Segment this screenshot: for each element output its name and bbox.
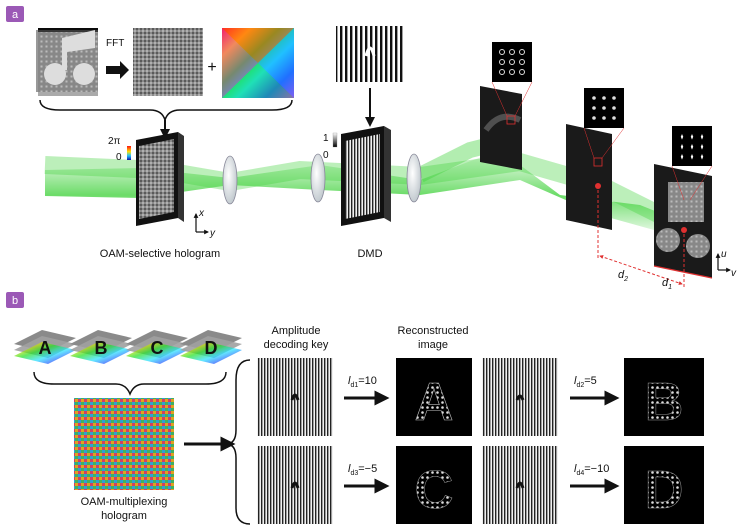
lens-1 <box>222 155 238 205</box>
reconstructed-image-2 <box>624 358 704 436</box>
image-plane-1 <box>480 42 533 170</box>
d1-label: d1 <box>662 277 672 291</box>
axis-u: u <box>721 249 727 260</box>
dmd-scale-bottom: 0 <box>323 150 329 161</box>
panel-b: b A B C <box>6 292 704 525</box>
lens-3 <box>406 153 422 203</box>
split-brace <box>225 359 251 525</box>
decode-label-3: ld3=−5 <box>348 463 377 477</box>
stack-d: D <box>180 330 242 364</box>
d2-label: d2 <box>618 269 628 283</box>
decode-row-1: ld1=10 A ld2=5 B <box>257 358 704 436</box>
stack-a: A <box>14 330 76 364</box>
panel-a: a FFT + 2π <box>6 6 737 291</box>
reconstructed-header-line1: Reconstructed <box>398 325 469 337</box>
inset-spots-1 <box>492 42 532 82</box>
axes-uv: u v <box>715 249 737 279</box>
decoding-key-1 <box>257 358 333 436</box>
letter-hologram-stacks: A B C D <box>14 330 242 364</box>
decoding-key-4 <box>482 446 558 524</box>
reconstructed-image-4 <box>624 446 704 524</box>
dmd-fringe-pattern <box>336 26 404 82</box>
multiplex-caption-line1: OAM-multiplexing <box>81 496 168 508</box>
reconstructed-image-3 <box>396 446 472 524</box>
decode-row-2: ld3=−5 C ld4=−10 D <box>257 446 704 524</box>
dmd-slab <box>341 126 391 226</box>
amplitude-header-line1: Amplitude <box>272 325 321 337</box>
lens-2 <box>310 153 326 203</box>
panel-a-badge <box>6 6 24 22</box>
decode-label-1: ld1=10 <box>348 375 377 389</box>
image-plane-2 <box>566 88 625 230</box>
phase-colorbar <box>127 146 131 160</box>
letter-d: D <box>205 338 218 358</box>
combine-brace <box>39 99 293 123</box>
plus-sign: + <box>207 59 216 76</box>
reconstructed-letter-b: B <box>645 372 684 432</box>
stack-b: B <box>70 330 132 364</box>
decode-label-2: ld2=5 <box>574 375 597 389</box>
reconstructed-image-1 <box>396 358 472 436</box>
panel-b-badge <box>6 292 24 308</box>
fft-arrow-icon <box>106 61 129 79</box>
axis-v: v <box>731 268 737 279</box>
phase-vortex <box>222 28 294 98</box>
phase-scale-bottom: 0 <box>116 152 122 163</box>
reconstructed-letter-d: D <box>645 460 684 520</box>
oam-hologram-slab <box>136 132 184 226</box>
reconstructed-letter-c: C <box>415 460 454 520</box>
panel-a-label: a <box>12 9 19 21</box>
panel-b-label: b <box>12 295 18 307</box>
hologram-caption: OAM-selective hologram <box>100 248 220 260</box>
multiplex-caption-line2: hologram <box>101 510 147 522</box>
distance-markers <box>597 190 685 288</box>
letter-a: A <box>39 338 52 358</box>
amplitude-header-line2: decoding key <box>264 339 329 351</box>
laser-beam <box>45 150 690 240</box>
dmd-colorbar <box>332 132 338 148</box>
image-plane-3 <box>654 126 713 278</box>
letter-b: B <box>95 338 108 358</box>
decoding-key-3 <box>257 446 333 524</box>
dmd-caption: DMD <box>357 248 382 260</box>
fft-label: FFT <box>106 38 124 49</box>
phase-scale-top: 2π <box>108 136 121 147</box>
axes-xy: x y <box>193 208 216 239</box>
axis-x: x <box>198 208 205 219</box>
dmd-scale-top: 1 <box>323 133 329 144</box>
fft-pattern <box>133 28 203 96</box>
reconstructed-letter-a: A <box>415 372 454 432</box>
reconstructed-header-line2: image <box>418 339 448 351</box>
combine-brace-b <box>33 371 227 397</box>
stack-c: C <box>126 330 188 364</box>
axis-y: y <box>209 228 216 239</box>
letter-c: C <box>151 338 164 358</box>
decode-label-4: ld4=−10 <box>574 463 609 477</box>
oam-multiplexing-hologram <box>74 398 174 490</box>
input-image <box>36 28 98 96</box>
